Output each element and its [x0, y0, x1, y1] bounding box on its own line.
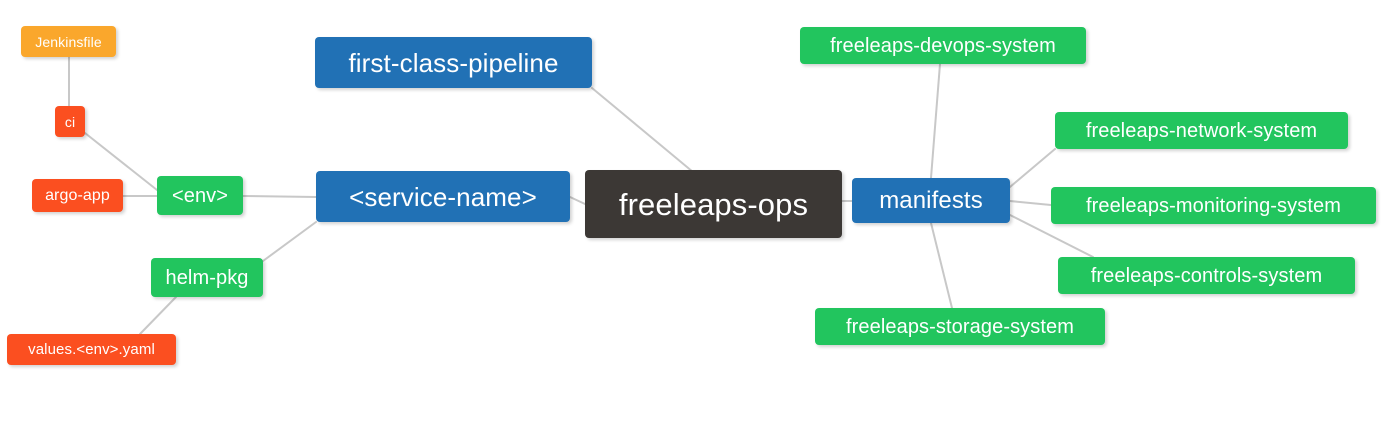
node-label-freeleaps-monitoring-system: freeleaps-monitoring-system: [1085, 194, 1341, 217]
edge-manifests-to-freeleaps-monitoring-system: [1009, 200, 1052, 206]
node-freeleaps-storage-system[interactable]: freeleaps-storage-system: [815, 308, 1105, 345]
node-label-jenkinsfile: Jenkinsfile: [35, 33, 102, 50]
node-label-service-name: <service-name>: [349, 181, 537, 212]
node-label-freeleaps-network-system: freeleaps-network-system: [1085, 119, 1318, 142]
node-freeleaps-monitoring-system[interactable]: freeleaps-monitoring-system: [1051, 187, 1376, 224]
edge-manifests-to-freeleaps-storage-system: [930, 222, 953, 309]
node-argo-app[interactable]: argo-app: [32, 179, 123, 212]
node-label-freeleaps-devops-system: freeleaps-devops-system: [830, 34, 1056, 57]
edge-freeleaps-ops-to-service-name: [569, 196, 586, 205]
node-service-name[interactable]: <service-name>: [316, 171, 570, 222]
node-label-freeleaps-ops: freeleaps-ops: [618, 186, 809, 222]
node-label-values-env-yaml: values.<env>.yaml: [28, 341, 155, 358]
node-helm-pkg[interactable]: helm-pkg: [151, 258, 263, 297]
node-env[interactable]: <env>: [157, 176, 243, 215]
node-jenkinsfile[interactable]: Jenkinsfile: [21, 26, 116, 57]
node-ci[interactable]: ci: [55, 106, 85, 137]
edge-helm-pkg-to-values-env-yaml: [139, 296, 177, 335]
node-freeleaps-devops-system[interactable]: freeleaps-devops-system: [800, 27, 1086, 64]
node-freeleaps-controls-system[interactable]: freeleaps-controls-system: [1058, 257, 1355, 294]
node-manifests[interactable]: manifests: [852, 178, 1010, 223]
node-label-argo-app: argo-app: [45, 186, 110, 204]
node-label-ci: ci: [64, 113, 76, 130]
node-label-env: <env>: [171, 184, 229, 207]
node-label-first-class-pipeline: first-class-pipeline: [348, 47, 559, 78]
edge-manifests-to-freeleaps-network-system: [1009, 148, 1056, 188]
edge-manifests-to-freeleaps-devops-system: [930, 63, 941, 179]
node-label-freeleaps-controls-system: freeleaps-controls-system: [1090, 264, 1323, 287]
edge-service-name-to-helm-pkg: [262, 221, 317, 262]
node-label-manifests: manifests: [879, 186, 983, 214]
edge-service-name-to-env: [242, 195, 317, 198]
node-values-env-yaml[interactable]: values.<env>.yaml: [7, 334, 176, 365]
node-first-class-pipeline[interactable]: first-class-pipeline: [315, 37, 592, 88]
edge-freeleaps-ops-to-first-class-pipeline: [591, 87, 694, 173]
node-label-freeleaps-storage-system: freeleaps-storage-system: [845, 315, 1075, 338]
node-label-helm-pkg: helm-pkg: [165, 266, 249, 289]
node-freeleaps-ops[interactable]: freeleaps-ops: [585, 170, 842, 238]
node-freeleaps-network-system[interactable]: freeleaps-network-system: [1055, 112, 1348, 149]
